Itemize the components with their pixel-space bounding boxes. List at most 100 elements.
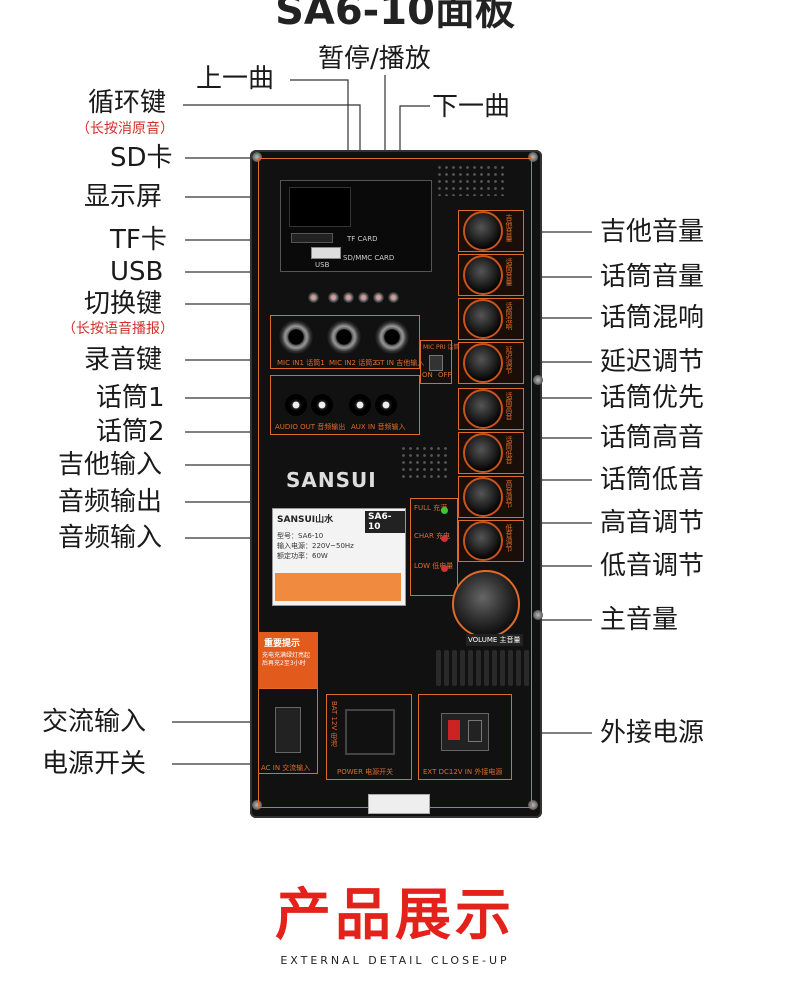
footer-subtitle: EXTERNAL DETAIL CLOSE-UP — [280, 954, 510, 967]
pause-play-button[interactable] — [373, 292, 384, 303]
prev-button[interactable] — [358, 292, 369, 303]
knob-label: 话筒低音 — [505, 436, 513, 464]
next-button[interactable] — [388, 292, 399, 303]
screw — [528, 800, 538, 810]
notice-box: 重要提示 充电充满绿灯亮起 后再充2至3小时 — [258, 632, 318, 688]
label-master: 主音量 — [600, 605, 679, 635]
charge-label: CHAR 充电 — [414, 532, 451, 540]
ext-dc-terminal[interactable] — [441, 713, 489, 751]
full-label: FULL 充满 — [414, 504, 448, 512]
label-audio-in: 音频输入 — [58, 523, 163, 553]
terminal-positive[interactable] — [448, 720, 460, 740]
rotary-knob[interactable] — [463, 299, 503, 339]
aux-in-rca-l[interactable] — [375, 394, 397, 416]
mic1-jack[interactable] — [279, 320, 313, 354]
barcode-sticker — [368, 794, 430, 814]
knob-cell: 吉他音量 — [458, 210, 524, 252]
knob-label: 延迟调节 — [505, 346, 513, 374]
rotary-knob[interactable] — [463, 211, 503, 251]
spec-brand: SANSUI山水 — [277, 515, 334, 525]
switch-button[interactable] — [308, 292, 319, 303]
label-mic-vol: 话筒音量 — [600, 262, 705, 292]
vent-slot — [484, 650, 489, 686]
rotary-knob[interactable] — [463, 255, 503, 295]
record-button[interactable] — [328, 292, 339, 303]
label-usb: USB — [110, 257, 164, 287]
usb-label: USB — [315, 261, 330, 269]
label-mic-bass: 话筒低音 — [600, 465, 705, 495]
label-bass: 低音调节 — [600, 551, 705, 581]
speaker-grill-mid — [400, 445, 450, 479]
label-mic2: 话筒2 — [96, 417, 165, 447]
low-label: LOW 低电量 — [414, 562, 454, 570]
ext-dc-label: EXT DC12V IN 外接电源 — [423, 768, 503, 776]
on-label: ON — [422, 371, 433, 379]
knob-label: 低音调节 — [505, 524, 513, 552]
label-next: 下一曲 — [432, 92, 511, 122]
rotary-knob[interactable] — [463, 477, 503, 517]
label-power-switch: 电源开关 — [42, 749, 147, 779]
vent-slot — [500, 650, 505, 686]
rotary-knob[interactable] — [463, 521, 503, 561]
guitar-label: GT IN 吉他输入 — [375, 359, 425, 367]
aux-in-rca-r[interactable] — [349, 394, 371, 416]
label-record: 录音键 — [84, 345, 163, 375]
ac-in-socket[interactable] — [275, 707, 301, 753]
screw — [533, 375, 543, 385]
mic2-jack[interactable] — [327, 320, 361, 354]
page-header-title: SA6-10面板 — [275, 0, 515, 34]
label-loop-note: （长按消原音） — [76, 121, 174, 137]
label-guitar-vol: 吉他音量 — [600, 217, 705, 247]
mic-pri-label: MIC PRI 话筒优先 — [423, 344, 472, 351]
rotary-knob[interactable] — [463, 389, 503, 429]
terminal-negative[interactable] — [468, 720, 482, 742]
knob-cell: 话筒音量 — [458, 254, 524, 296]
knob-label: 高音调节 — [505, 480, 513, 508]
audio-out-label: AUDIO OUT 音频输出 — [275, 423, 346, 431]
audio-out-rca-l[interactable] — [311, 394, 333, 416]
guitar-jack[interactable] — [375, 320, 409, 354]
tf-card-slot[interactable] — [291, 233, 333, 243]
label-switch-note: （长按语音播报） — [62, 321, 174, 337]
label-mic-treble: 话筒高音 — [600, 423, 705, 453]
rotary-knob[interactable] — [463, 343, 503, 383]
power-box: POWER 电源开关 BAT 12V 电池 — [326, 694, 412, 780]
power-label: POWER 电源开关 — [337, 768, 394, 776]
spec-model: 型号：SA6-10 — [277, 532, 324, 540]
audio-out-rca-r[interactable] — [285, 394, 307, 416]
knob-label: 话筒音量 — [505, 258, 513, 286]
usb-port[interactable] — [311, 247, 341, 259]
full-led — [441, 507, 448, 514]
vent-slot — [476, 650, 481, 686]
battery-indicator-box: FULL 充满 CHAR 充电 LOW 低电量 — [410, 498, 458, 596]
display-screen — [289, 187, 351, 227]
label-display: 显示屏 — [84, 182, 163, 212]
rotary-knob[interactable] — [463, 433, 503, 473]
knob-cell: 话筒混响 — [458, 298, 524, 340]
vent-slot — [492, 650, 497, 686]
mic-jack-area: MIC IN1 话筒1 MIC IN2 话筒2 GT IN 吉他输入 — [270, 315, 424, 369]
vent-slot — [460, 650, 465, 686]
spec-input: 输入电源：220V~50Hz — [277, 542, 354, 550]
label-pause-play: 暂停/播放 — [318, 44, 431, 74]
mic-priority-switch[interactable] — [429, 355, 443, 371]
master-volume-knob[interactable] — [452, 570, 520, 638]
vent-slot — [508, 650, 513, 686]
ext-dc-box: EXT DC12V IN 外接电源 — [418, 694, 512, 780]
label-delay: 延迟调节 — [600, 347, 705, 377]
vent-slot — [436, 650, 441, 686]
label-ac-in: 交流输入 — [42, 707, 147, 737]
power-switch[interactable] — [345, 709, 395, 755]
sd-card-label: SD/MMC CARD — [343, 254, 395, 262]
mic1-label: MIC IN1 话筒1 — [277, 359, 325, 367]
knob-label: 吉他音量 — [505, 214, 513, 242]
brand-logo: SANSUI — [286, 468, 377, 492]
loop-button[interactable] — [343, 292, 354, 303]
knob-cell: 低音调节 — [458, 520, 524, 562]
tf-card-label: TF CARD — [347, 235, 378, 243]
spec-power: 额定功率：60W — [277, 552, 328, 560]
label-ext-power: 外接电源 — [600, 718, 705, 748]
label-treble: 高音调节 — [600, 508, 705, 538]
knob-cell: 高音调节 — [458, 476, 524, 518]
mic-priority-box: MIC PRI 话筒优先 ON OFF — [420, 340, 472, 384]
